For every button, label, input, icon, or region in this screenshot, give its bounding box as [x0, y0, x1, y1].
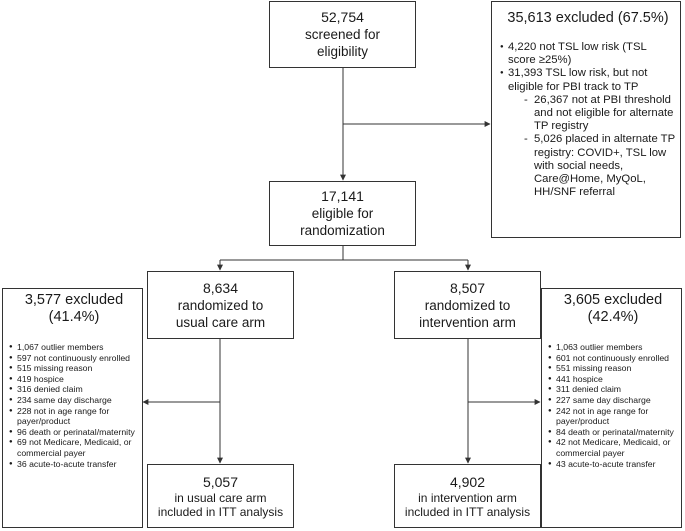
usual-care-box: 8,634 randomized to usual care arm: [147, 271, 294, 339]
usual-count: 8,634: [202, 279, 239, 296]
list-item: 601 not continuously enrolled: [548, 353, 678, 364]
sub-list-item: 26,367 not at PBI threshold and not elig…: [524, 94, 676, 134]
itt-usual-label-2: included in ITT analysis: [157, 504, 284, 519]
list-item: 96 death or perinatal/maternity: [9, 427, 139, 438]
itt-intervention-box: 4,902 in intervention arm included in IT…: [394, 464, 541, 528]
list-item: 31,393 TSL low risk, but not eligible fo…: [500, 67, 676, 199]
list-item: 234 same day discharge: [9, 395, 139, 406]
intervention-label-1: randomized to: [424, 297, 511, 313]
excluded-top-item-2: 31,393 TSL low risk, but not eligible fo…: [508, 67, 648, 93]
itt-intervention-label-2: included in ITT analysis: [404, 504, 531, 519]
intervention-box: 8,507 randomized to intervention arm: [394, 271, 541, 339]
itt-usual-count: 5,057: [202, 473, 239, 490]
list-item: 551 missing reason: [548, 363, 678, 374]
intervention-label-2: intervention arm: [419, 314, 516, 330]
list-item: 36 acute-to-acute transfer: [9, 459, 139, 470]
list-item: 242 not in age range for payer/product: [548, 406, 678, 427]
list-item: 441 hospice: [548, 374, 678, 385]
list-item: 316 denied claim: [9, 384, 139, 395]
excluded-right-box: 3,605 excluded (42.4%) 1,063 outlier mem…: [541, 288, 682, 528]
list-item: 42 not Medicare, Medicaid, or commercial…: [548, 437, 678, 458]
usual-label-2: usual care arm: [175, 314, 266, 330]
list-item: 597 not continuously enrolled: [9, 353, 139, 364]
excluded-top-item-1: 4,220 not TSL low risk (TSL score ≥25%): [508, 41, 647, 67]
excluded-right-title: 3,605 excluded (42.4%): [563, 292, 663, 325]
usual-label-1: randomized to: [177, 297, 264, 313]
excluded-left-list: 1,067 outlier members 597 not continuous…: [9, 342, 139, 469]
excluded-left-title: 3,577 excluded (41.4%): [24, 292, 124, 325]
list-item: 227 same day discharge: [548, 395, 678, 406]
sub-list-item: 5,026 placed in alternate TP registry: C…: [524, 133, 676, 199]
list-item: 311 denied claim: [548, 384, 678, 395]
list-item: 1,067 outlier members: [9, 342, 139, 353]
excluded-top-title: 35,613 excluded (67.5%): [507, 10, 669, 26]
itt-usual-box: 5,057 in usual care arm included in ITT …: [147, 464, 294, 528]
connector-eligible-split: [220, 246, 344, 261]
screened-count: 52,754: [321, 9, 364, 25]
list-item: 4,220 not TSL low risk (TSL score ≥25%): [500, 41, 676, 67]
eligible-label-1: eligible for: [311, 206, 374, 221]
list-item: 43 acute-to-acute transfer: [548, 459, 678, 470]
excluded-top-sublist: 26,367 not at PBI threshold and not elig…: [508, 94, 676, 200]
excluded-left-box: 3,577 excluded (41.4%) 1,067 outlier mem…: [2, 288, 143, 528]
itt-intervention-label-1: in intervention arm: [418, 490, 517, 505]
screened-label-1: screened for: [304, 27, 381, 42]
itt-usual-label-1: in usual care arm: [174, 490, 267, 505]
list-item: 228 not in age range for payer/product: [9, 406, 139, 427]
eligible-count: 17,141: [321, 188, 364, 204]
excluded-top-box: 35,613 excluded (67.5%) 4,220 not TSL lo…: [491, 1, 681, 238]
excluded-top-list: 4,220 not TSL low risk (TSL score ≥25%) …: [500, 41, 676, 199]
list-item: 84 death or perinatal/maternity: [548, 427, 678, 438]
excluded-right-list: 1,063 outlier members 601 not continuous…: [548, 342, 678, 469]
list-item: 69 not Medicare, Medicaid, or commercial…: [9, 437, 139, 458]
list-item: 419 hospice: [9, 374, 139, 385]
intervention-count: 8,507: [449, 279, 486, 296]
screened-box: 52,754 screened for eligibility: [269, 1, 416, 68]
list-item: 1,063 outlier members: [548, 342, 678, 353]
eligible-box: 17,141 eligible for randomization: [269, 181, 416, 246]
list-item: 515 missing reason: [9, 363, 139, 374]
screened-label-2: eligibility: [316, 44, 369, 59]
eligible-label-2: randomization: [300, 223, 385, 238]
itt-intervention-count: 4,902: [449, 473, 486, 490]
